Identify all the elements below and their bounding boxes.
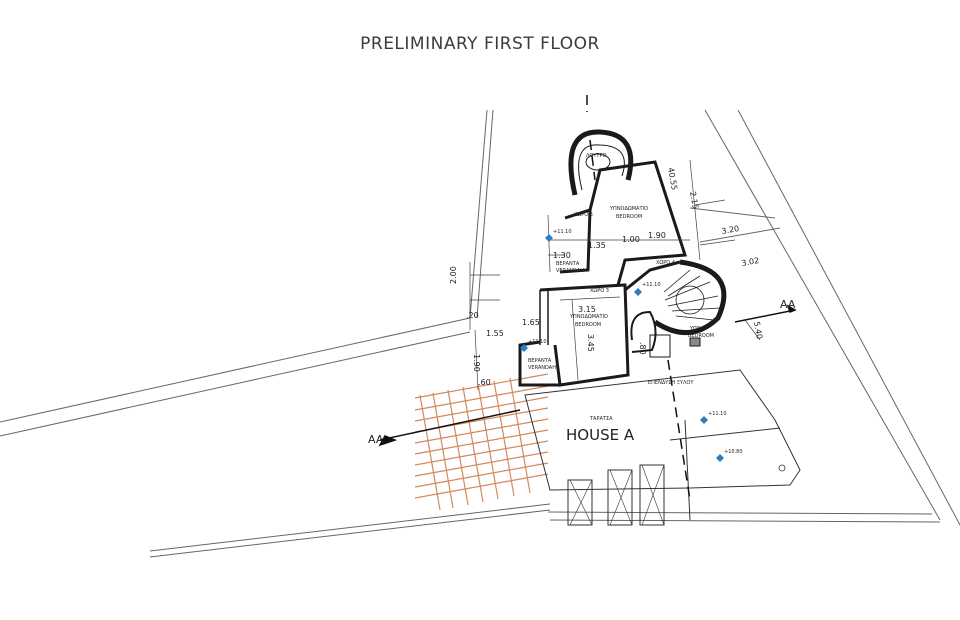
dimension-text: 3.20: [721, 224, 740, 236]
drawing-title: PRELIMINARY FIRST FLOOR: [360, 34, 600, 54]
dimension-text: 40.55: [666, 167, 679, 191]
dimension-text: 1.55: [486, 329, 504, 338]
parking-bay-2: [607, 469, 633, 526]
level-text: +11.10: [642, 282, 661, 288]
dimension-text: .80: [638, 342, 647, 355]
dimension-text: 3.45: [586, 334, 595, 352]
spiral-stair: [653, 259, 727, 336]
level-text: +11.10: [708, 411, 727, 417]
room-label-small-bedroom-en: BEDROOM: [688, 333, 714, 339]
room-label-bedroom-top-gr: ΥΠΝΟΔΩΜΑΤΙΟ: [609, 206, 648, 212]
section-line: [378, 95, 797, 501]
dimension-text: 1.90: [648, 231, 666, 240]
bath-curve: [568, 129, 634, 196]
dimension-text: 3.15: [578, 305, 596, 314]
room-label-space-3: ΧΩΡΟ 3: [590, 288, 609, 294]
dimension-text: 5.40: [752, 321, 764, 340]
dimension-text: 1.35: [588, 241, 606, 250]
boundary-line-right-dims: [689, 207, 781, 243]
dimension-text: 1.90: [472, 354, 481, 372]
walls: [518, 160, 688, 387]
room-label-bedroom-mid-en: BEDROOM: [575, 322, 601, 328]
label-wood-cladding: ΕΠΕΝΔΥΣΗ ΞΥΛΟΥ: [648, 380, 694, 386]
dimension-text: 2.00: [449, 266, 458, 284]
dimension-text: 1.65: [522, 318, 540, 327]
level-text: +10.80: [724, 449, 743, 455]
parking-bay-1: [567, 479, 593, 526]
dimension-text: 3.02: [741, 256, 760, 268]
section-mark-right: AA: [780, 298, 796, 311]
pergola: [414, 373, 549, 511]
room-label-small-bedroom-gr: ΥΠΝ: [689, 326, 701, 332]
level-marker-icon: [520, 344, 528, 352]
room-label-bath: ΛΟΥΤΡΟ: [586, 153, 606, 159]
house-label: HOUSE A: [566, 426, 635, 444]
room-label-space-4: ΧΩΡΟ 4: [656, 260, 675, 266]
boundary-line-bottom: [149, 503, 551, 558]
dimension-text: 1.30: [553, 251, 571, 260]
site-boundary: [0, 109, 960, 558]
level-markers: [520, 234, 724, 462]
bathtub-icon: [585, 153, 611, 171]
small-bath: [630, 310, 701, 358]
parking-bay-3: [639, 464, 665, 526]
level-text: +11.10: [528, 339, 547, 345]
room-label-veranda-top-gr: ΒΕΡΑΝΤΑ: [556, 261, 580, 267]
level-marker-icon: [700, 416, 708, 424]
dimension-lines: [469, 159, 761, 391]
dimension-text: 1.00: [622, 235, 640, 244]
dimension-text: .20: [466, 311, 479, 320]
site-point-icon: [778, 464, 786, 472]
boundary-line-left-vertical: [469, 109, 494, 319]
room-label-space-5: ΧΩΡΟ 5: [574, 212, 593, 218]
room-label-bedroom-mid-gr: ΥΠΝΟΔΩΜΑΤΙΟ: [569, 314, 608, 320]
level-marker-icon: [634, 288, 642, 296]
terrace-slab: [524, 369, 801, 526]
dimension-text: 2.15: [688, 191, 700, 210]
room-label-veranda-top-en: VERANDAH: [556, 268, 584, 274]
boundary-line-right: [704, 109, 960, 526]
level-marker-icon: [545, 234, 553, 242]
label-terrace: ΤΑΡΑΤΣΑ: [589, 416, 613, 422]
room-label-bedroom-top-en: BEDROOM: [616, 214, 642, 220]
boundary-line-bottom-right: [547, 511, 941, 523]
boundary-line-left: [0, 317, 471, 437]
section-mark-left: AA: [368, 433, 384, 446]
level-text: +11.10: [553, 229, 572, 235]
room-label-veranda-left-en: VERANDAH: [528, 365, 556, 371]
room-label-veranda-left-gr: ΒΕΡΑΝΤΑ: [528, 358, 552, 364]
level-marker-icon: [716, 454, 724, 462]
dimension-text: .60: [478, 378, 491, 387]
